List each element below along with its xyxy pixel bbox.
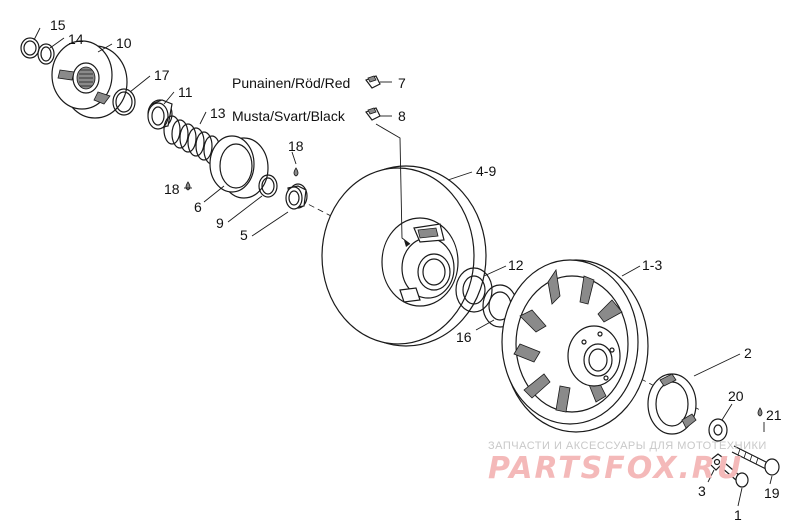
part-8-pin-black [365,107,381,121]
grease-drop-icon [293,167,299,177]
part-19-bolt [731,445,780,476]
callout-9: 9 [216,215,224,231]
callout-6: 6 [194,199,202,215]
part-15-snap-ring [20,37,40,59]
callout-14: 14 [68,31,84,47]
pin-location-arrow [404,240,410,247]
part-10-cam [51,40,128,119]
part-6-cover-ring [209,135,269,199]
part-11-bushing [147,99,173,130]
part-1-3-fixed-sheave [501,259,649,433]
part-5-bushing [285,183,308,210]
callout-19: 19 [764,485,780,501]
callout-13: 13 [210,105,226,121]
callout-21: 21 [766,407,782,423]
watermark-tagline: ЗАПЧАСТИ И АКСЕССУАРЫ ДЛЯ МОТОТЕХНИКИ [488,440,767,452]
grease-drop-icon [757,407,763,417]
color-label-black: Musta/Svart/Black [232,108,346,124]
leader-lines [33,27,773,507]
pin-location-leader [375,123,411,245]
callout-12: 12 [508,257,524,273]
grease-drop-icon [185,181,191,191]
callout-16: 16 [456,329,472,345]
callout-2: 2 [744,345,752,361]
callout-17: 17 [154,67,170,83]
part-2-retainer-plate [647,373,697,435]
color-label-red: Punainen/Röd/Red [232,75,350,91]
callout-11: 11 [178,84,193,100]
part-3-plate [707,453,727,471]
callout-15: 15 [50,17,66,33]
part-20-washer [708,418,728,442]
callout-4-9: 4-9 [476,163,496,179]
part-4-9-movable-sheave [321,165,487,347]
part-12-washer [455,267,493,313]
callout-10: 10 [116,35,132,51]
callout-7: 7 [398,75,406,91]
axis-line-lower [604,359,701,411]
callout-20: 20 [728,388,744,404]
callout-8: 8 [398,108,406,124]
part-9-circlip [258,174,278,198]
part-17-o-ring [112,88,136,116]
axis-line [299,199,336,219]
callout-18-upper: 18 [288,138,304,154]
watermark-brand: PARTSFOX.RU [488,451,743,486]
callout-1: 1 [734,507,742,523]
callout-3: 3 [698,483,706,499]
part-7-pin-red [365,75,381,89]
callout-18-lower: 18 [164,181,180,197]
part-1-bolt [721,463,749,488]
callout-5: 5 [240,227,248,243]
callout-1-3: 1-3 [642,257,662,273]
part-14-washer [37,43,55,65]
